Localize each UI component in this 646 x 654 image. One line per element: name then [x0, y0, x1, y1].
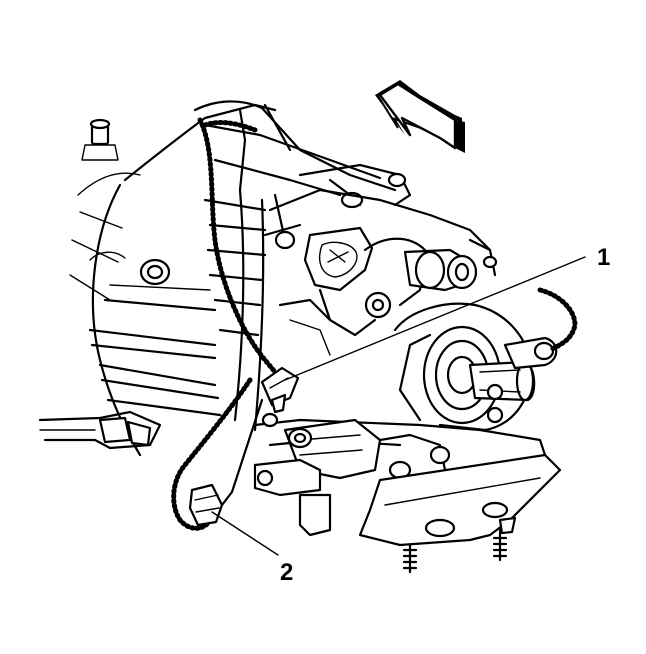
bell-housing	[69, 103, 277, 457]
leader-line-1	[284, 256, 586, 381]
leader-line-2	[211, 511, 279, 556]
extension-housing	[393, 302, 558, 432]
forward-direction-arrow-icon	[375, 80, 465, 153]
callout-leaders	[211, 256, 586, 556]
mount-bracket-left	[38, 410, 162, 450]
wiring-harness	[171, 117, 578, 531]
callout-label-1: 1	[597, 244, 610, 271]
harness-connector	[188, 398, 264, 527]
rear-mount	[358, 453, 562, 574]
speed-sensor	[260, 366, 300, 414]
oil-pan	[253, 412, 547, 537]
shift-mechanism	[278, 226, 498, 356]
callout-label-2: 2	[280, 559, 293, 586]
